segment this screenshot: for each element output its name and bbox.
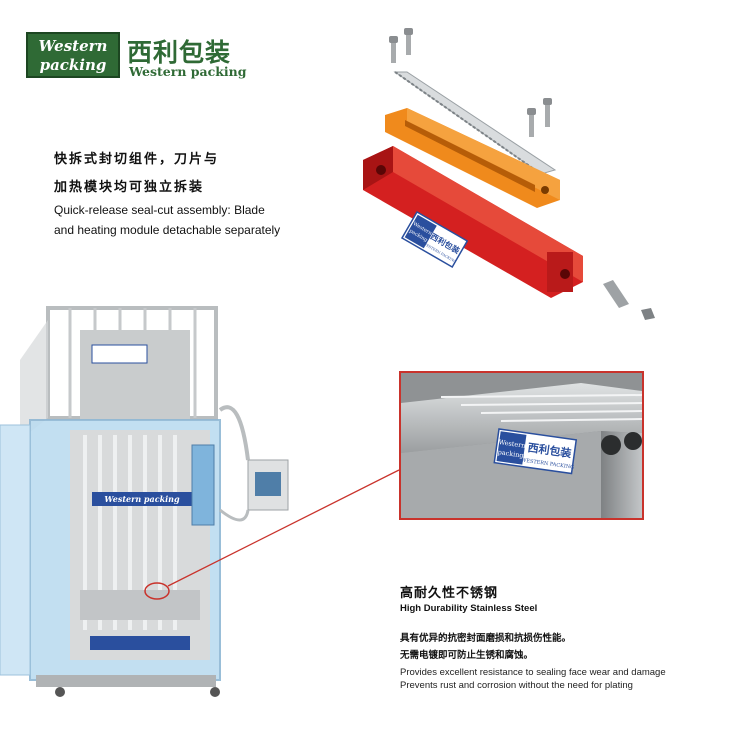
screw-icon-right: [527, 98, 552, 137]
pin: [603, 280, 629, 308]
seal-cut-assembly-illustration: Western packing 西利包装 WESTERN PACKING: [363, 28, 655, 320]
logo-line-2: packing: [39, 56, 107, 74]
stainless-steel-block-illustration: Western packing 西利包装 WESTERN PACKING: [401, 373, 642, 518]
feature2-en-line1: Provides excellent resistance to sealing…: [400, 667, 666, 678]
feature2-cn-title: 高耐久性不锈钢: [400, 586, 499, 601]
packing-machine-illustration: Western packing: [0, 306, 289, 697]
highlight-circle: [144, 582, 170, 600]
logo-english-name: Western packing: [129, 64, 247, 79]
stainless-steel-detail-zoom: Western packing 西利包装 WESTERN PACKING: [399, 371, 644, 520]
feature2-cn-line1: 具有优异的抗密封面磨损和抗损伤性能。: [400, 633, 572, 644]
blade: [393, 71, 557, 175]
logo-chinese-name: 西利包装: [127, 38, 232, 67]
screw-icon: [389, 28, 413, 63]
feature2-cn-line2: 无需电镀即可防止生锈和腐蚀。: [400, 650, 534, 661]
brand-logo: Western packing: [26, 32, 120, 78]
detail-brand-label: Western packing 西利包装 WESTERN PACKING: [493, 428, 578, 475]
feature2-en-line2: Prevents rust and corrosion without the …: [400, 680, 633, 691]
nut-icon: [641, 308, 655, 320]
machine-nameplate: Western packing: [104, 494, 180, 504]
feature1-cn-line1: 快拆式封切组件，刀片与: [54, 152, 220, 167]
feature1-cn-line2: 加热模块均可独立拆装: [54, 180, 205, 195]
detail-label-line1: Western: [498, 438, 526, 450]
part-brand-label: Western packing 西利包装 WESTERN PACKING: [400, 210, 469, 269]
feature1-en-line2: and heating module detachable separately: [54, 223, 281, 237]
detail-label-cn: 西利包装: [527, 440, 573, 460]
feature1-en-line1: Quick-release seal-cut assembly: Blade: [54, 203, 265, 217]
feature2-en-title: High Durability Stainless Steel: [400, 603, 538, 614]
detail-label-line2: packing: [497, 448, 524, 460]
logo-line-1: Western: [38, 37, 108, 55]
